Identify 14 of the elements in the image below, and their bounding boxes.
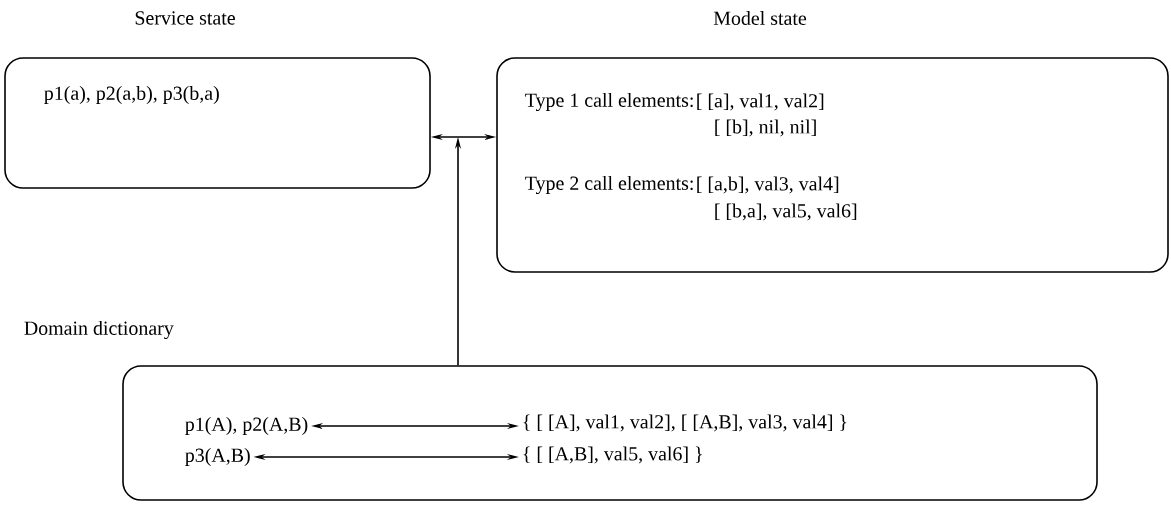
box-heading: Model state	[713, 11, 807, 25]
box-heading: Domain dictionary	[24, 320, 174, 340]
element-row: [ [a], val1, val2]	[697, 93, 824, 111]
element-row: [ [b], nil, nil]	[715, 119, 816, 137]
element-row: [ [a,b], val3, val4]	[697, 176, 839, 194]
row-label: Type 1 call elements:	[525, 92, 693, 112]
element-row: [ [b,a], val5, val6]	[715, 203, 857, 221]
predicate-text: { [ [A,B], val5, val6] }	[523, 446, 702, 464]
predicate-text: p3(A,B)	[185, 447, 250, 466]
predicate-list: p1(a), p2(a,b), p3(b,a)	[44, 85, 219, 104]
box-heading: Service state	[135, 11, 235, 25]
predicate-text: { [ [A], val1, val2], [ [A,B], val3, val4] }	[523, 414, 847, 432]
row-label: Type 2 call elements:	[525, 175, 693, 195]
predicate-text: p1(A), p2(A,B)	[185, 416, 308, 435]
